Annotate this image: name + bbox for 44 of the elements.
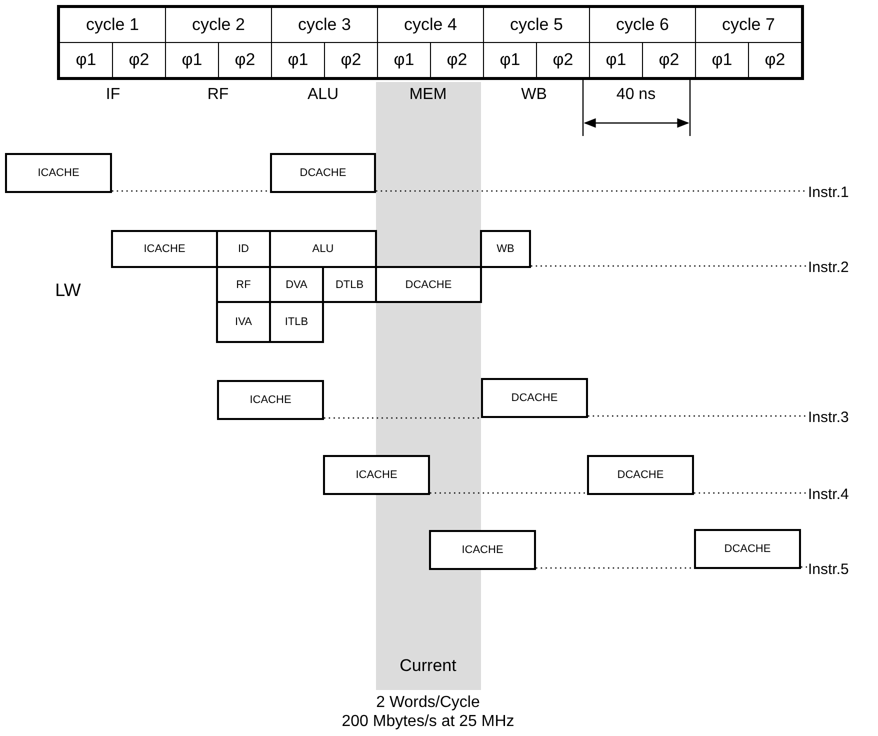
cycle-cell: cycle 6 xyxy=(590,6,696,42)
instruction-label: Instr.1 xyxy=(808,184,849,202)
stage-box: DCACHE xyxy=(694,529,801,569)
stage-box: DCACHE xyxy=(587,455,694,495)
instruction-label: Instr.2 xyxy=(808,259,849,277)
band-label: Current xyxy=(400,656,456,675)
stage-box: ICACHE xyxy=(111,230,218,268)
dotted-line xyxy=(430,492,586,494)
stage-label: WB xyxy=(521,86,547,103)
stage-box: DCACHE xyxy=(270,153,376,193)
dotted-line xyxy=(531,265,807,267)
cycle-cell: cycle 1 xyxy=(58,6,166,42)
stage-box: ALU xyxy=(269,230,377,268)
row-label: LW xyxy=(55,280,81,300)
stage-box: ICACHE xyxy=(429,530,536,570)
stage-label: RF xyxy=(207,86,229,103)
stage-box: ITLB xyxy=(269,301,324,343)
dotted-line xyxy=(376,190,807,192)
caption-text: 200 Mbytes/s at 25 MHz xyxy=(342,713,514,730)
dotted-line xyxy=(694,492,807,494)
cycle-cell: cycle 2 xyxy=(166,6,272,42)
dotted-line xyxy=(801,566,807,568)
stage-box: ICACHE xyxy=(5,153,112,193)
dotted-line xyxy=(324,417,480,419)
stage-label: ALU xyxy=(307,86,339,103)
stage-label: MEM xyxy=(409,86,447,103)
stage-box: ICACHE xyxy=(323,455,430,495)
stage-box: DCACHE xyxy=(481,378,588,418)
cycle-cell: cycle 5 xyxy=(484,6,590,42)
stage-box: ICACHE xyxy=(217,380,324,420)
caption-text: 2 Words/Cycle xyxy=(376,694,480,711)
instruction-label: Instr.5 xyxy=(808,561,849,579)
dotted-line xyxy=(588,415,807,417)
cycle-cell: cycle 3 xyxy=(272,6,378,42)
instruction-label: Instr.4 xyxy=(808,486,849,504)
dotted-line xyxy=(112,190,269,192)
stage-box: IVA xyxy=(216,301,271,343)
stage-label: IF xyxy=(106,86,120,103)
dotted-line xyxy=(536,567,693,569)
stage-box: DCACHE xyxy=(375,266,482,303)
cycle-cell: cycle 4 xyxy=(378,6,484,42)
instruction-label: Instr.3 xyxy=(808,409,849,427)
stage-box: WB xyxy=(480,230,531,268)
dimension-label: 40 ns xyxy=(616,86,656,103)
